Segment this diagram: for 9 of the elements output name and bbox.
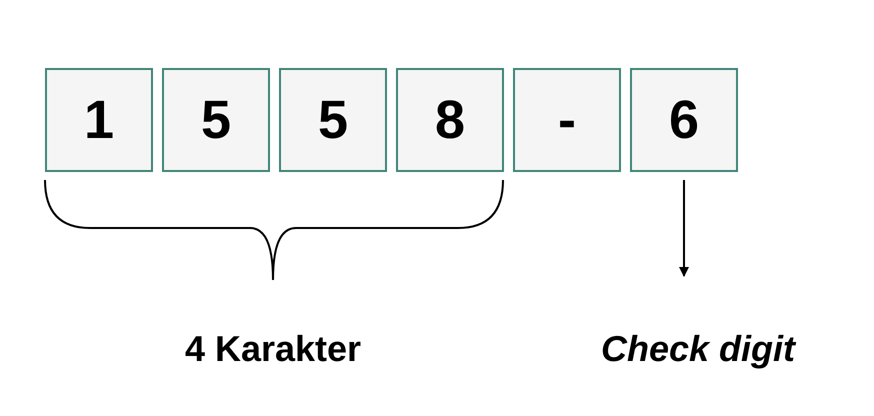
brace-label: 4 Karakter (184, 328, 362, 370)
arrow (679, 180, 689, 277)
character-box: 5 (279, 68, 387, 172)
character-box: 1 (45, 68, 153, 172)
character-box: 8 (396, 68, 504, 172)
character-box: 5 (162, 68, 270, 172)
annotation-text: Check digit (600, 328, 796, 370)
character-box: - (513, 68, 621, 172)
character-box: 6 (630, 68, 738, 172)
